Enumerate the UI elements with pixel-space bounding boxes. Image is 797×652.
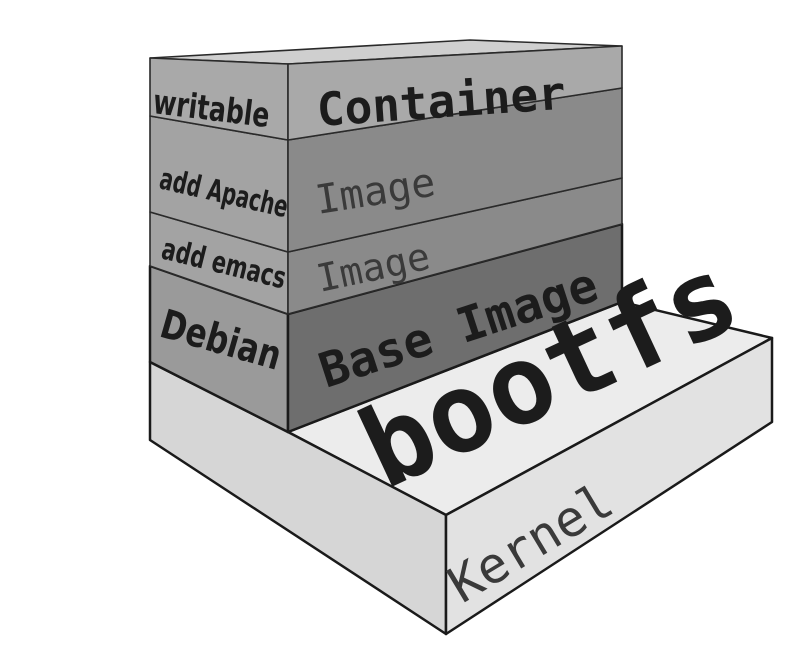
apache-image-layer bbox=[149, 87, 623, 253]
container-layer bbox=[149, 39, 623, 141]
container-front-face bbox=[287, 45, 623, 141]
kernel-slab bbox=[148, 300, 774, 636]
base-image-layer bbox=[148, 222, 624, 434]
slab-right-face bbox=[444, 336, 774, 636]
